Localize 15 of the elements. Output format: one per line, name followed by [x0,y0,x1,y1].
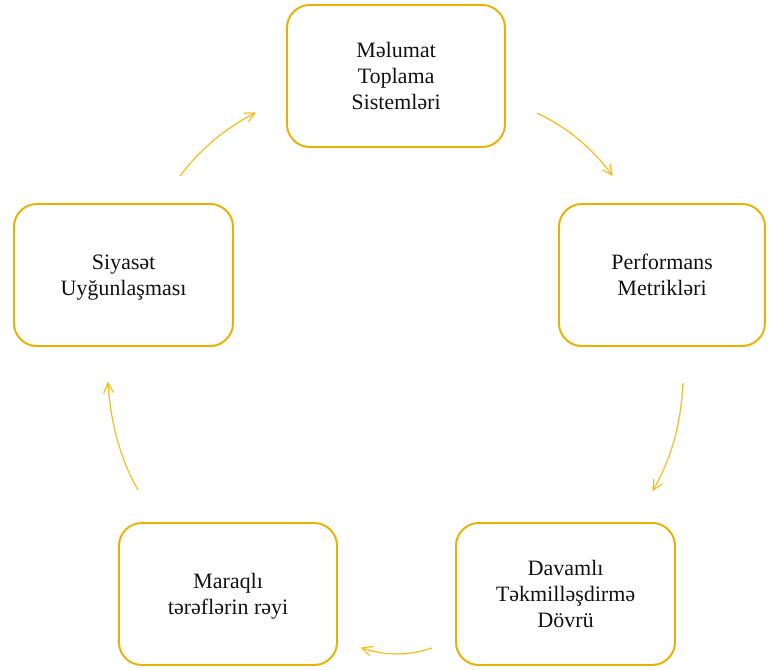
box-label: Performans Metrikləri [610,249,714,301]
box-label: Siyasət Uyğunlaşması [60,249,188,301]
curved-arrow [652,382,684,491]
curved-arrow [103,382,139,490]
process-box [558,203,766,347]
box-label: Məlumat Toplama Sistemləri [350,37,442,115]
curved-arrow [361,646,432,656]
process-box [13,203,234,347]
process-box [455,522,676,666]
curved-arrow [179,112,256,176]
box-label: Maraqlı tərəflərin rəyi [166,568,290,620]
box-label: Davamlı Təkmilləşdirmə Dövrü [494,555,636,633]
process-box [286,4,506,148]
curved-arrow [536,112,613,176]
process-box [118,522,338,666]
